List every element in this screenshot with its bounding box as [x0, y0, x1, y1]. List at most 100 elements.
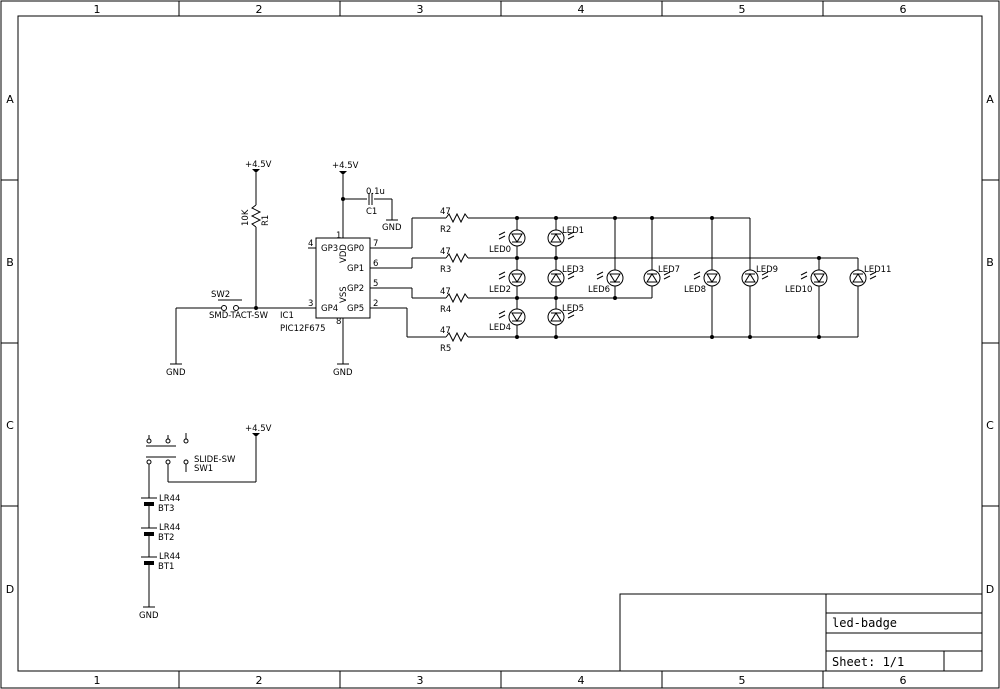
- title-text: led-badge: [832, 616, 897, 630]
- row-label-right: A: [986, 93, 994, 106]
- pin-number: 8: [336, 317, 341, 327]
- vcc-label: +4.5V: [245, 424, 272, 434]
- row-label-right: D: [986, 583, 994, 596]
- pin-number: 7: [373, 239, 378, 249]
- led-label: LED5: [562, 304, 584, 314]
- led-label: LED4: [489, 323, 511, 333]
- led-led0: LED0: [489, 229, 526, 255]
- row-label-left: A: [6, 93, 14, 106]
- led-label: LED7: [658, 265, 680, 275]
- gnd-label: GND: [333, 368, 353, 378]
- r2-value: 47: [440, 207, 451, 217]
- ic1-ref: IC1: [280, 311, 294, 321]
- led-led5: LED5: [547, 304, 584, 326]
- pin-number: 4: [308, 239, 313, 249]
- ic1-gnd: GND: [333, 326, 353, 378]
- led-led11: LED11: [849, 265, 891, 287]
- col-label-top: 5: [739, 3, 746, 16]
- sw2-value: SMD-TACT-SW: [209, 311, 269, 321]
- row-label-right: B: [986, 256, 994, 269]
- r5-ref: R5: [440, 344, 451, 354]
- led-led10: LED10: [785, 269, 828, 295]
- led-label: LED8: [684, 285, 706, 295]
- ic1-pin-gp5: GP5: [347, 304, 364, 314]
- led-led2: LED2: [489, 269, 526, 295]
- frame-labels: 1 2 3 4 5 6 1 2 3 4 5 6 A B C D A B C D: [6, 3, 994, 687]
- bt2-value: LR44: [159, 523, 180, 533]
- col-label-top: 3: [417, 3, 424, 16]
- sw1-ref: SW1: [194, 464, 213, 474]
- bt1-value: LR44: [159, 552, 180, 562]
- gnd-label: GND: [166, 368, 186, 378]
- led-label: LED10: [785, 285, 812, 295]
- led-led3: LED3: [547, 265, 584, 287]
- battery-stack: GND LR44 BT3 LR44 BT2 LR44 BT1: [139, 464, 180, 621]
- bt1-ref: BT1: [158, 562, 174, 572]
- led-label: LED3: [562, 265, 584, 275]
- ic1-pin-gp3: GP3: [321, 244, 338, 254]
- sheet-text: Sheet: 1/1: [832, 655, 904, 669]
- ic1-pin-gp4: GP4: [321, 304, 338, 314]
- row-label-right: C: [986, 419, 994, 432]
- row-label-left: B: [6, 256, 14, 269]
- col-label-bottom: 1: [94, 674, 101, 687]
- ic1-value: PIC12F675: [280, 324, 326, 334]
- r4-value: 47: [440, 287, 451, 297]
- col-label-top: 1: [94, 3, 101, 16]
- r1-value: 10K: [241, 209, 251, 226]
- led-led4: LED4: [489, 308, 526, 333]
- pin-number: 3: [308, 299, 313, 309]
- vdd-supply: +4.5V: [332, 161, 367, 230]
- led-label: LED0: [489, 245, 511, 255]
- col-label-top: 4: [578, 3, 585, 16]
- capacitor-c1: 0.1u C1 GND: [366, 187, 402, 233]
- pin-number: 6: [373, 259, 378, 269]
- col-label-bottom: 6: [900, 674, 907, 687]
- col-label-bottom: 4: [578, 674, 585, 687]
- switch-sw2: GND SW2 SMD-TACT-SW: [166, 290, 308, 378]
- ic1-pin-gp1: GP1: [347, 264, 364, 274]
- led-led7: LED7: [643, 265, 680, 287]
- led-led9: LED9: [741, 265, 778, 287]
- led-led1: LED1: [547, 226, 584, 247]
- vcc-label: +4.5V: [245, 160, 272, 170]
- ic1-pin-gp2: GP2: [347, 284, 364, 294]
- r2-ref: R2: [440, 225, 451, 235]
- col-label-bottom: 3: [417, 674, 424, 687]
- led-led6: LED6: [588, 269, 624, 295]
- pin-number: 2: [373, 299, 378, 309]
- pin-number: 5: [373, 279, 378, 289]
- led-label: LED2: [489, 285, 511, 295]
- sw2-ref: SW2: [211, 290, 230, 300]
- col-label-top: 2: [256, 3, 263, 16]
- pin-number: 1: [336, 231, 341, 241]
- r4-ref: R4: [440, 305, 451, 315]
- led-label: LED11: [864, 265, 891, 275]
- sw1-value: SLIDE-SW: [194, 455, 236, 465]
- bt3-ref: BT3: [158, 504, 174, 514]
- led-label: LED6: [588, 285, 610, 295]
- led-label: LED9: [756, 265, 778, 275]
- r3-ref: R3: [440, 265, 451, 275]
- vcc-label: +4.5V: [332, 161, 359, 171]
- r1-ref: R1: [261, 215, 271, 226]
- bt3-value: LR44: [159, 494, 180, 504]
- row-label-left: C: [6, 419, 14, 432]
- led-label: LED1: [562, 226, 584, 236]
- r5-value: 47: [440, 326, 451, 336]
- ic1-pin-vdd: VDD: [339, 244, 349, 263]
- bt2-ref: BT2: [158, 533, 174, 543]
- ic1-pin-vss: VSS: [339, 286, 349, 303]
- ic1-pin-gp0: GP0: [347, 244, 364, 254]
- row-label-left: D: [6, 583, 14, 596]
- r3-value: 47: [440, 247, 451, 257]
- gnd-label: GND: [139, 611, 159, 621]
- led-led8: LED8: [684, 269, 721, 295]
- col-label-bottom: 2: [256, 674, 263, 687]
- c1-value: 0.1u: [366, 187, 385, 197]
- slide-switch-sw1: +4.5V SLIDE-SW SW1: [146, 424, 272, 483]
- col-label-top: 6: [900, 3, 907, 16]
- gnd-label: GND: [382, 223, 402, 233]
